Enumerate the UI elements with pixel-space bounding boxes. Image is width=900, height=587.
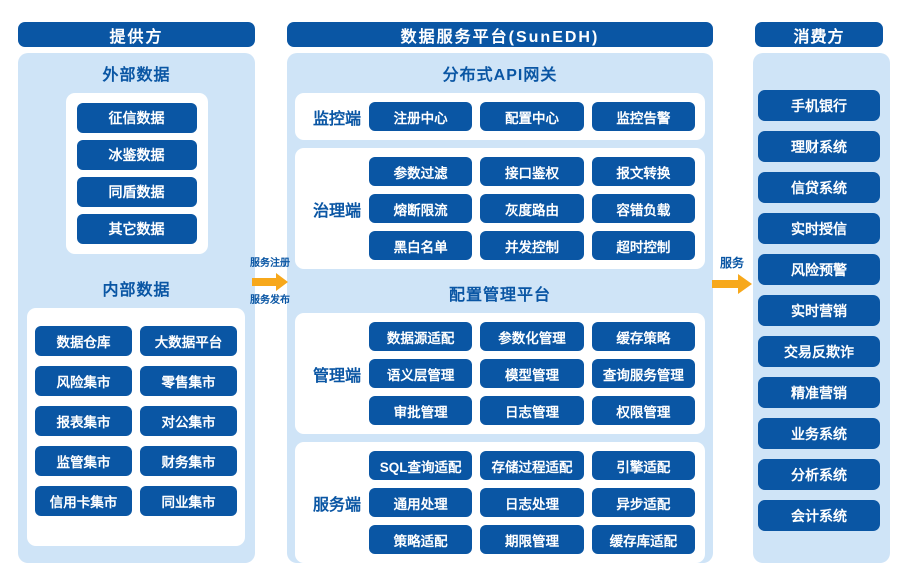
- internal-data-node: 信用卡集市: [35, 486, 132, 516]
- monitor-box: 监控端 注册中心 配置中心 监控告警: [295, 93, 705, 140]
- management-node: 模型管理: [480, 359, 584, 388]
- service-node: 策略适配: [369, 525, 473, 554]
- internal-data-box: 数据仓库 大数据平台 风险集市 零售集市 报表集市 对公集市 监管集市 财务集市…: [27, 308, 245, 546]
- consumer-node: 业务系统: [758, 418, 880, 449]
- service-node: 通用处理: [369, 488, 473, 517]
- governance-node: 黑白名单: [369, 231, 473, 260]
- consumer-node: 风险预警: [758, 254, 880, 285]
- consumer-column: 消费方 手机银行 理财系统 信贷系统 实时授信 风险预警 实时营销 交易反欺诈 …: [753, 22, 890, 563]
- service-node: 异步适配: [591, 488, 695, 517]
- management-label: 管理端: [312, 367, 361, 385]
- management-node: 数据源适配: [369, 322, 473, 351]
- service-node: 存储过程适配: [480, 451, 584, 480]
- external-data-node: 同盾数据: [76, 177, 197, 207]
- external-data-title: 外部数据: [102, 67, 171, 84]
- governance-node: 容错负载: [591, 194, 695, 223]
- consumer-node: 分析系统: [758, 459, 880, 490]
- right-arrow-icon: [712, 274, 752, 294]
- management-node: 缓存策略: [591, 322, 695, 351]
- consumer-node: 手机银行: [758, 90, 880, 121]
- service-register-label: 服务注册: [250, 258, 290, 269]
- internal-data-node: 监管集市: [35, 446, 132, 476]
- service-grid: SQL查询适配 存储过程适配 引擎适配 通用处理 日志处理 异步适配 策略适配 …: [369, 451, 695, 554]
- monitor-node: 配置中心: [480, 102, 584, 131]
- governance-node: 参数过滤: [369, 157, 473, 186]
- consumer-node: 实时授信: [758, 213, 880, 244]
- management-node: 审批管理: [369, 396, 473, 425]
- governance-node: 超时控制: [591, 231, 695, 260]
- governance-node: 熔断限流: [369, 194, 473, 223]
- management-node: 查询服务管理: [591, 359, 695, 388]
- service-box: 服务端 SQL查询适配 存储过程适配 引擎适配 通用处理 日志处理 异步适配 策…: [295, 442, 705, 563]
- internal-data-node: 对公集市: [140, 406, 237, 436]
- monitor-node: 监控告警: [591, 102, 695, 131]
- right-arrow-icon: [252, 273, 288, 291]
- consumer-header: 消费方: [755, 22, 883, 47]
- internal-data-node: 零售集市: [140, 366, 237, 396]
- external-data-node: 冰鉴数据: [76, 140, 197, 170]
- platform-column: 数据服务平台(SunEDH) 分布式API网关 监控端 注册中心 配置中心 监控…: [287, 22, 713, 563]
- platform-header: 数据服务平台(SunEDH): [287, 22, 713, 47]
- management-node: 日志管理: [480, 396, 584, 425]
- internal-data-node: 大数据平台: [140, 326, 237, 356]
- internal-data-node: 报表集市: [35, 406, 132, 436]
- management-grid: 数据源适配 参数化管理 缓存策略 语义层管理 模型管理 查询服务管理 审批管理 …: [369, 322, 695, 425]
- service-label: 服务端: [312, 496, 361, 514]
- external-data-box: 征信数据 冰鉴数据 同盾数据 其它数据: [65, 93, 208, 254]
- external-data-node: 其它数据: [76, 214, 197, 244]
- governance-node: 接口鉴权: [480, 157, 584, 186]
- management-node: 权限管理: [591, 396, 695, 425]
- consumer-node: 会计系统: [758, 500, 880, 531]
- management-node: 参数化管理: [480, 322, 584, 351]
- service-label: 服务: [719, 256, 744, 270]
- governance-node: 灰度路由: [480, 194, 584, 223]
- management-node: 语义层管理: [369, 359, 473, 388]
- governance-label: 治理端: [312, 202, 361, 220]
- provider-to-platform-connector: 服务注册 服务发布: [250, 257, 290, 307]
- consumer-node: 精准营销: [758, 377, 880, 408]
- consumer-node: 理财系统: [758, 131, 880, 162]
- governance-node: 并发控制: [480, 231, 584, 260]
- monitor-grid: 注册中心 配置中心 监控告警: [369, 102, 695, 131]
- internal-data-title: 内部数据: [102, 282, 171, 299]
- provider-header: 提供方: [18, 22, 255, 47]
- consumer-node: 交易反欺诈: [758, 336, 880, 367]
- internal-data-node: 同业集市: [140, 486, 237, 516]
- governance-grid: 参数过滤 接口鉴权 报文转换 熔断限流 灰度路由 容错负载 黑白名单 并发控制 …: [369, 157, 695, 260]
- api-gateway-title: 分布式API网关: [442, 67, 558, 84]
- platform-to-consumer-connector: 服务: [709, 256, 755, 297]
- external-data-node: 征信数据: [76, 103, 197, 133]
- internal-data-node: 数据仓库: [35, 326, 132, 356]
- service-node: 期限管理: [480, 525, 584, 554]
- internal-data-node: 财务集市: [140, 446, 237, 476]
- governance-node: 报文转换: [591, 157, 695, 186]
- consumer-node: 实时营销: [758, 295, 880, 326]
- service-node: 缓存库适配: [591, 525, 695, 554]
- consumer-node: 信贷系统: [758, 172, 880, 203]
- internal-data-node: 风险集市: [35, 366, 132, 396]
- monitor-node: 注册中心: [369, 102, 473, 131]
- monitor-label: 监控端: [312, 110, 361, 128]
- service-node: SQL查询适配: [369, 451, 473, 480]
- platform-panel: 分布式API网关 监控端 注册中心 配置中心 监控告警 治理端 参数过滤 接口鉴…: [287, 53, 713, 563]
- provider-column: 提供方 外部数据 征信数据 冰鉴数据 同盾数据 其它数据 内部数据 数据仓库 大…: [18, 22, 255, 563]
- provider-panel: 外部数据 征信数据 冰鉴数据 同盾数据 其它数据 内部数据 数据仓库 大数据平台…: [18, 53, 255, 563]
- management-box: 管理端 数据源适配 参数化管理 缓存策略 语义层管理 模型管理 查询服务管理 审…: [295, 313, 705, 434]
- service-node: 引擎适配: [591, 451, 695, 480]
- governance-box: 治理端 参数过滤 接口鉴权 报文转换 熔断限流 灰度路由 容错负载 黑白名单 并…: [295, 148, 705, 269]
- service-publish-label: 服务发布: [250, 295, 290, 306]
- consumer-panel: 手机银行 理财系统 信贷系统 实时授信 风险预警 实时营销 交易反欺诈 精准营销…: [753, 53, 890, 563]
- service-node: 日志处理: [480, 488, 584, 517]
- config-platform-title: 配置管理平台: [448, 287, 551, 304]
